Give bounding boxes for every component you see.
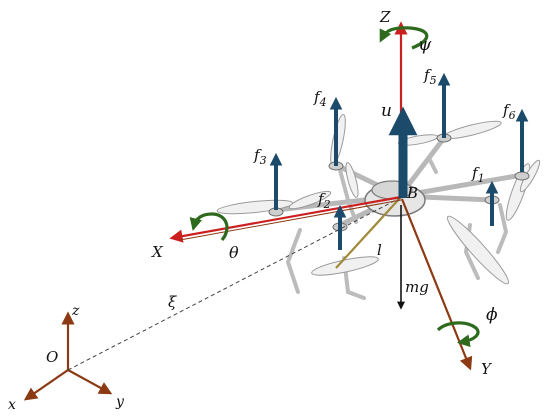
position-vector-xi — [67, 197, 401, 371]
world-y-label: y — [115, 394, 125, 410]
world-x-label: x — [8, 397, 16, 413]
arm-length-line — [335, 197, 401, 269]
body-origin-label: B — [406, 184, 418, 202]
propeller-5 — [397, 120, 502, 146]
body-y-label: Y — [481, 360, 493, 378]
thrust-f4-label: f4 — [313, 88, 327, 109]
landing-leg — [496, 203, 509, 254]
thrust-f1-label: f1 — [471, 164, 485, 185]
world-y-axis — [67, 369, 113, 395]
yaw-label: ψ — [418, 35, 432, 55]
landing-leg — [428, 158, 438, 174]
world-origin-label: O — [46, 348, 58, 366]
roll-label: ϕ — [486, 305, 498, 325]
yaw-rotation-arrow — [379, 26, 429, 50]
arm-length-label: l — [377, 241, 382, 259]
body-z-label: Z — [379, 8, 391, 26]
world-z-label: z — [71, 303, 80, 319]
body-x-axis — [169, 195, 402, 243]
gravity-label: mg — [405, 278, 429, 296]
thrust-f5-label: f5 — [423, 66, 437, 87]
world-frame — [23, 311, 113, 401]
body-x-axis-shade — [179, 199, 402, 241]
pitch-label: θ — [229, 243, 239, 262]
motor-6 — [514, 171, 530, 181]
world-x-axis — [23, 369, 69, 401]
thrust-u-label: u — [381, 101, 392, 121]
landing-leg — [285, 228, 302, 294]
roll-rotation-arrow — [436, 321, 480, 348]
position-label: ξ — [168, 293, 177, 311]
pitch-rotation-arrow — [189, 212, 229, 242]
propeller-3 — [216, 190, 332, 215]
thrust-f3-label: f3 — [253, 146, 267, 167]
landing-leg — [338, 168, 358, 224]
thrust-f6-label: f6 — [502, 101, 516, 122]
body-x-label: X — [151, 243, 164, 261]
thrust-f2-label: f2 — [317, 190, 331, 211]
